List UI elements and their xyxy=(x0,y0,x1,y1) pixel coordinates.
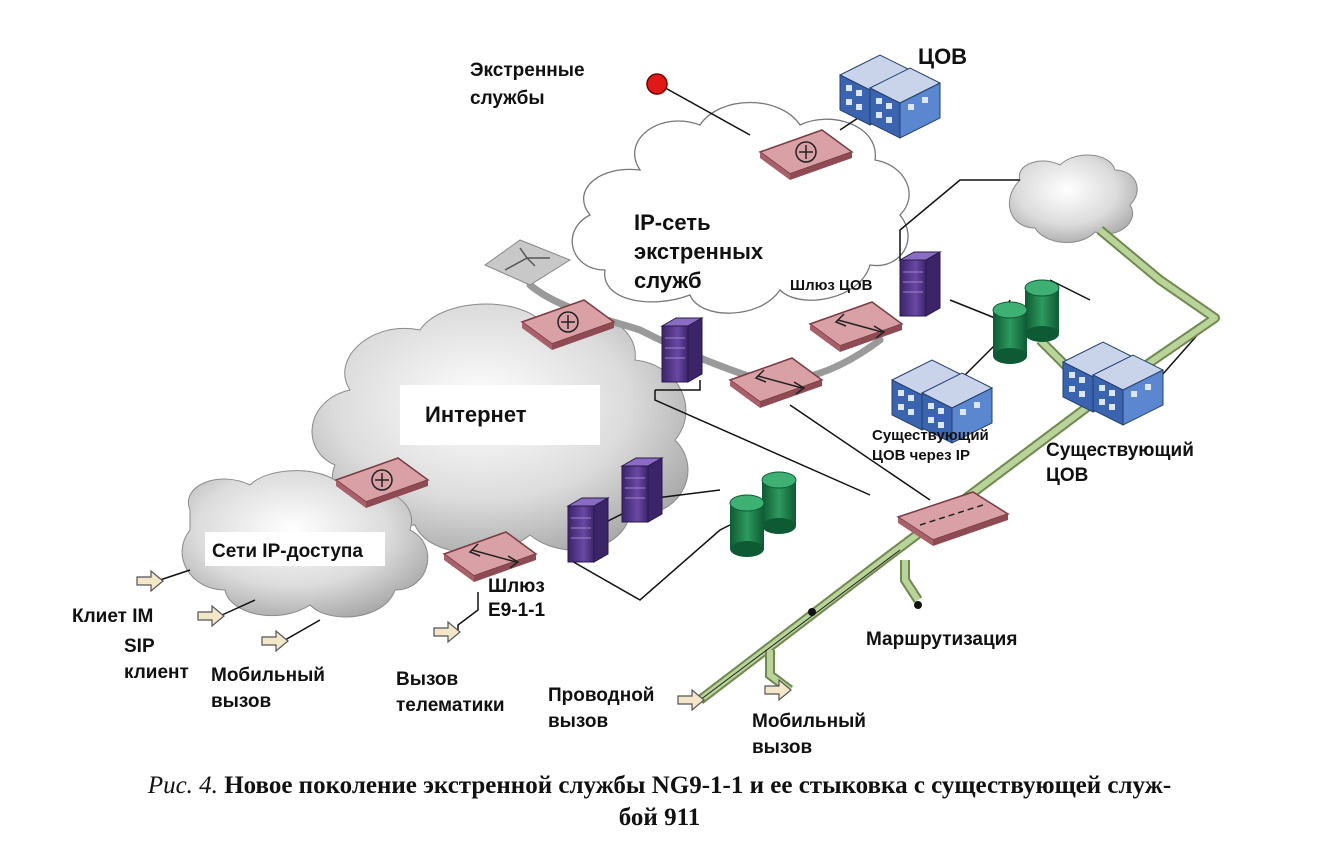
existing-psap-ip-label-1: Существующий xyxy=(872,427,989,444)
telematics-arrow-icon xyxy=(433,621,461,643)
mobile-call-left-label-2: вызов xyxy=(211,691,271,712)
mobile-call-right-label-1: Мобильный xyxy=(752,711,866,732)
server-icon-internet-right xyxy=(621,457,663,523)
ng911-diagram: Экстренные службы ЦОВ IP-сеть экстренных… xyxy=(72,44,1220,758)
caption-line-1: Рис. 4. Новое поколение экстренной служб… xyxy=(0,770,1319,802)
sip-client-arrow-icon xyxy=(197,605,225,627)
gateway-e911-label-2: Е9-1-1 xyxy=(488,600,545,621)
database-icon-ip-back xyxy=(1024,279,1060,343)
psap-label: ЦОВ xyxy=(918,44,967,69)
antenna-icon xyxy=(483,239,572,286)
router-icon-access xyxy=(335,457,429,509)
telematics-call-label-2: телематики xyxy=(396,695,505,716)
mobile-call-left-label-1: Мобильный xyxy=(211,665,325,686)
server-icon-ip-network-left xyxy=(661,317,703,383)
server-icon-ip-network-right xyxy=(899,251,941,317)
internet-label-bg xyxy=(400,385,600,445)
gateway-e911-label: Шлюз Е9-1-1 xyxy=(488,576,550,621)
gateway-router-icon-mid xyxy=(729,357,823,409)
caption-text-2: бой 911 xyxy=(618,804,701,831)
existing-psap-label-1: Существующий xyxy=(1046,440,1194,461)
ip-network-label-3: служб xyxy=(634,268,702,293)
emergency-services-label: Экстренные службы xyxy=(470,60,590,109)
legacy-cloud xyxy=(1008,154,1138,244)
emergency-services-label-2: службы xyxy=(470,88,545,109)
router-icon-internet-edge xyxy=(521,299,615,351)
emergency-services-label-1: Экстренные xyxy=(470,60,585,81)
ip-access-label: Сети IP-доступа xyxy=(212,541,363,562)
psap-gateway-icon xyxy=(809,301,903,353)
ip-network-label-1: IP-сеть xyxy=(634,210,711,235)
im-client-label: Клиет IM xyxy=(72,606,153,627)
telematics-call-label: Вызов телематики xyxy=(396,669,505,716)
legacy-router-icon xyxy=(896,491,1010,546)
mobile-call-right-label-2: вызов xyxy=(752,737,812,758)
gateway-e911-icon xyxy=(443,531,537,583)
router-icon-top xyxy=(759,129,853,181)
existing-psap-label-2: ЦОВ xyxy=(1046,465,1088,486)
telematics-call-label-1: Вызов xyxy=(396,669,458,690)
mobile-call-left-arrow-icon xyxy=(261,630,289,652)
caption-text-1: Новое поколение экстренной службы NG9-1-… xyxy=(224,772,1172,799)
database-icon-ip-front xyxy=(992,301,1028,365)
figure-caption: Рис. 4. Новое поколение экстренной служб… xyxy=(0,770,1319,834)
routing-label: Маршрутизация xyxy=(866,629,1017,650)
caption-line-2: бой 911 xyxy=(0,802,1319,834)
wired-call-arrow-icon xyxy=(677,689,705,711)
sip-client-label-1: SIP xyxy=(124,636,155,657)
database-icon-internet-front xyxy=(729,494,765,558)
psap-gateway-label: Шлюз ЦОВ xyxy=(790,277,873,294)
existing-psap-label: Существующий ЦОВ xyxy=(1046,440,1199,486)
ip-network-label: IP-сеть экстренных служб xyxy=(634,210,769,293)
sip-client-label-2: клиент xyxy=(124,662,189,683)
wired-call-label-1: Проводной xyxy=(548,685,654,706)
ip-network-label-2: экстренных xyxy=(634,239,764,264)
existing-psap-ip-label-2: ЦОВ через IP xyxy=(872,447,970,464)
sip-client-label: SIP клиент xyxy=(124,636,189,683)
ip-access-label-bg xyxy=(205,532,385,566)
database-icon-internet-back xyxy=(761,471,797,535)
wired-call-label: Проводной вызов xyxy=(548,685,660,732)
internet-label: Интернет xyxy=(425,402,527,427)
emergency-services-dot xyxy=(646,73,668,95)
gateway-e911-label-1: Шлюз xyxy=(488,576,545,597)
mobile-call-right-label: Мобильный вызов xyxy=(752,711,871,758)
im-client-arrow-icon xyxy=(136,570,164,592)
existing-psap-ip-label: Существующий ЦОВ через IP xyxy=(872,427,993,464)
wired-call-label-2: вызов xyxy=(548,711,608,732)
server-icon-internet-left xyxy=(567,497,609,563)
mobile-call-left-label: Мобильный вызов xyxy=(211,665,330,712)
caption-figure-number: Рис. 4. xyxy=(147,772,218,799)
